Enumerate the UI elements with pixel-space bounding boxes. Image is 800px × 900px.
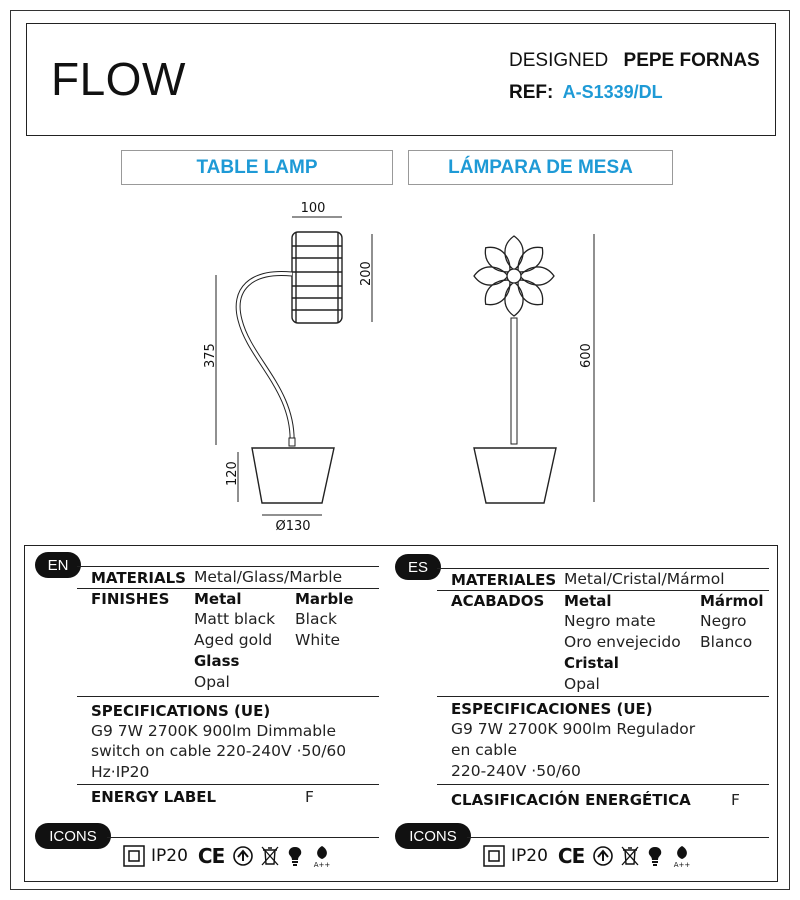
divider bbox=[467, 837, 769, 838]
designer-line: DESIGNED PEPE FORNAS bbox=[509, 50, 760, 72]
ip-rating: IP20 bbox=[151, 846, 188, 866]
divider bbox=[77, 588, 379, 589]
es-energy-label: CLASIFICACIÓN ENERGÉTICA bbox=[451, 791, 691, 809]
divider bbox=[437, 568, 769, 569]
reference-line: REF: A-S1339/DL bbox=[509, 82, 663, 104]
en-spec-line-1: G9 7W 2700K 900lm Dimmable bbox=[91, 722, 336, 740]
icons-tag-es: ICONS bbox=[395, 823, 471, 849]
es-glass-label: Cristal bbox=[564, 654, 619, 672]
eco-leaf-icon: A++ bbox=[314, 846, 331, 868]
technical-drawing: 100 200 375 120 Ø130 bbox=[203, 201, 595, 534]
en-materials-value: Metal/Glass/Marble bbox=[194, 568, 343, 586]
recycle-icon bbox=[233, 846, 254, 866]
product-type-en: TABLE LAMP bbox=[121, 150, 393, 185]
dim-base-height-label: 120 bbox=[225, 461, 240, 486]
lang-tag-es: ES bbox=[395, 554, 441, 580]
divider bbox=[107, 837, 379, 838]
side-arm-inner bbox=[236, 271, 294, 446]
product-type-es: LÁMPARA DE MESA bbox=[408, 150, 673, 185]
es-metal-finish-2: Oro envejecido bbox=[564, 633, 681, 651]
energy-class-label: A++ bbox=[674, 861, 691, 868]
dim-width-label: 100 bbox=[301, 201, 326, 216]
es-marble-label: Mármol bbox=[700, 592, 764, 610]
side-arm-outer bbox=[235, 270, 295, 446]
divider bbox=[437, 784, 769, 785]
divider bbox=[77, 696, 379, 697]
es-metal-finish-1: Negro mate bbox=[564, 612, 656, 630]
ref-label: REF: bbox=[509, 82, 554, 103]
es-spec-line-2: en cable bbox=[451, 741, 517, 759]
es-spec-line-3: 220-240V ·50/60 bbox=[451, 762, 581, 780]
divider bbox=[437, 590, 769, 591]
es-marble-finish-1: Negro bbox=[700, 612, 747, 630]
designed-label: DESIGNED bbox=[509, 50, 609, 71]
side-shade bbox=[291, 231, 343, 324]
en-marble-finish-2: White bbox=[295, 631, 341, 649]
product-title: FLOW bbox=[51, 53, 186, 105]
divider bbox=[77, 566, 379, 567]
class-ii-icon bbox=[483, 845, 505, 867]
en-materials-label: MATERIALS bbox=[91, 569, 186, 587]
dim-total-height-label: 600 bbox=[579, 343, 594, 368]
led-bulb-icon bbox=[649, 847, 662, 866]
en-spec-label: SPECIFICATIONS (UE) bbox=[91, 702, 271, 720]
lang-tag-en: EN bbox=[35, 552, 81, 578]
spec-panel: EN MATERIALS Metal/Glass/Marble FINISHES… bbox=[24, 545, 778, 882]
es-glass-finish-1: Opal bbox=[564, 675, 600, 693]
en-glass-label: Glass bbox=[194, 652, 240, 670]
es-spec-line-1: G9 7W 2700K 900lm Regulador bbox=[451, 720, 696, 738]
en-metal-finish-2: Aged gold bbox=[194, 631, 273, 649]
ref-code: A-S1339/DL bbox=[562, 82, 663, 102]
es-marble-finish-2: Blanco bbox=[700, 633, 753, 651]
ce-mark-icon: CE bbox=[197, 844, 225, 868]
es-spec-label: ESPECIFICACIONES (UE) bbox=[451, 700, 653, 718]
en-marble-label: Marble bbox=[295, 590, 354, 608]
en-metal-finish-1: Matt black bbox=[194, 610, 276, 628]
dim-base-diameter-label: Ø130 bbox=[275, 519, 310, 534]
divider bbox=[437, 696, 769, 697]
es-icons-row: IP20 CE A++ bbox=[483, 844, 694, 868]
ip-rating: IP20 bbox=[511, 846, 548, 866]
icons-tag-en: ICONS bbox=[35, 823, 111, 849]
sheet-frame bbox=[10, 10, 790, 890]
ce-mark-icon: CE bbox=[557, 844, 585, 868]
en-energy-label: ENERGY LABEL bbox=[91, 788, 217, 806]
weee-bin-icon bbox=[261, 846, 279, 866]
front-stem bbox=[510, 317, 518, 445]
front-base bbox=[473, 447, 557, 504]
divider bbox=[77, 784, 379, 785]
weee-bin-icon bbox=[621, 846, 639, 866]
es-materials-label: MATERIALES bbox=[451, 571, 557, 589]
side-base bbox=[251, 447, 335, 504]
en-marble-finish-1: Black bbox=[295, 610, 337, 628]
dim-arm-height-label: 375 bbox=[203, 343, 218, 368]
es-energy-value: F bbox=[731, 791, 740, 809]
en-energy-value: F bbox=[305, 788, 314, 806]
eco-leaf-icon: A++ bbox=[674, 846, 691, 868]
front-shade-flower bbox=[473, 235, 555, 317]
energy-class-label: A++ bbox=[314, 861, 331, 868]
en-glass-finish-1: Opal bbox=[194, 673, 230, 691]
dim-shade-height-label: 200 bbox=[359, 261, 374, 286]
en-icons-row: IP20 CE A++ bbox=[123, 844, 334, 868]
en-spec-line-2: switch on cable 220-240V ·50/60 bbox=[91, 742, 347, 760]
en-finishes-label: FINISHES bbox=[91, 590, 170, 608]
es-materials-value: Metal/Cristal/Mármol bbox=[564, 570, 725, 588]
en-spec-line-3: Hz·IP20 bbox=[91, 763, 150, 781]
recycle-icon bbox=[593, 846, 614, 866]
es-metal-label: Metal bbox=[564, 592, 612, 610]
led-bulb-icon bbox=[289, 847, 302, 866]
class-ii-icon bbox=[123, 845, 145, 867]
es-finishes-label: ACABADOS bbox=[451, 592, 545, 610]
header-box: FLOW DESIGNED PEPE FORNAS REF: A-S1339/D… bbox=[26, 23, 776, 136]
en-metal-label: Metal bbox=[194, 590, 242, 608]
designer-name: PEPE FORNAS bbox=[623, 50, 760, 71]
